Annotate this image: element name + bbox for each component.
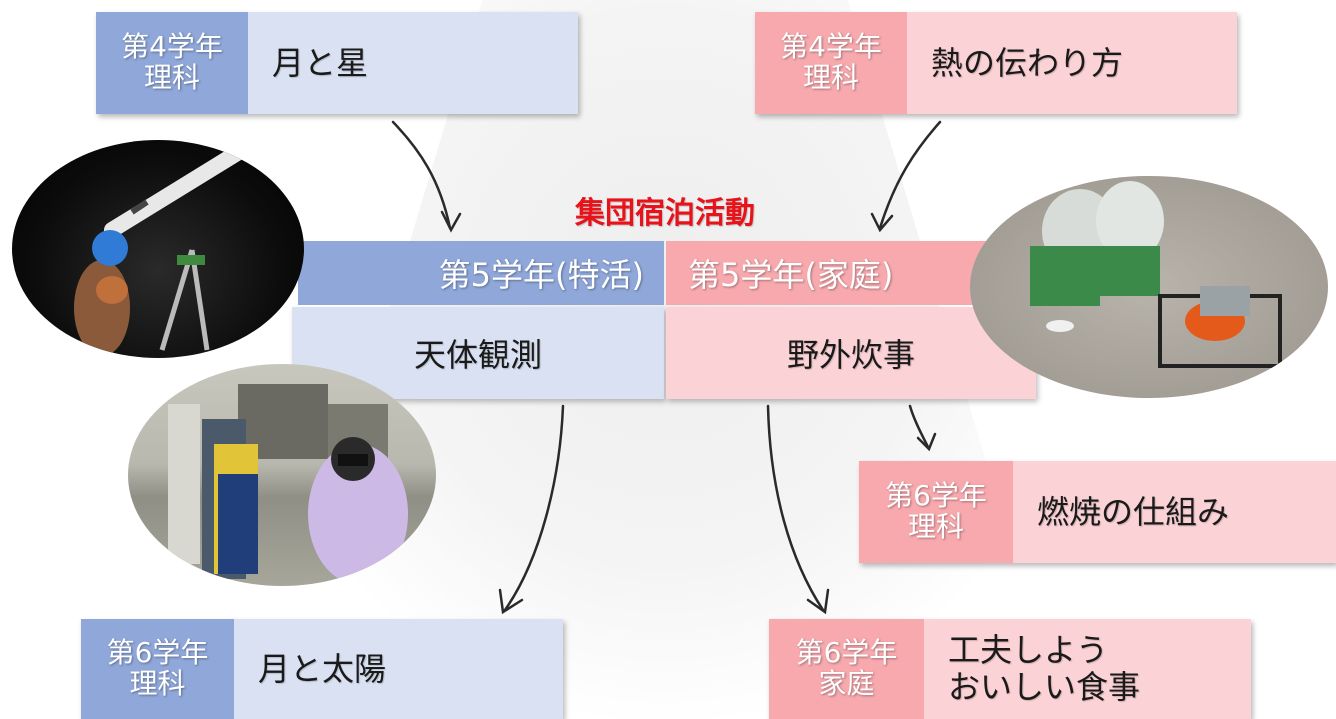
card-topic: 工夫しよう おいしい食事 (924, 619, 1251, 719)
center-left-header-label: 第5学年(特活) (438, 256, 644, 294)
card-topic: 月と星 (248, 12, 578, 114)
center-right-header-label: 第5学年(家庭) (688, 256, 894, 294)
card-topic: 熱の伝わり方 (907, 12, 1237, 114)
tag-grade: 第6学年 (795, 636, 898, 670)
topic-line-2: おいしい食事 (948, 668, 1141, 706)
students-stargazing-photo (128, 364, 436, 586)
card-tag: 第6学年 理科 (81, 619, 234, 719)
card-grade6-science-moon-sun: 第6学年 理科 月と太陽 (81, 619, 563, 719)
center-right-body-label: 野外炊事 (786, 336, 915, 374)
card-grade4-science-heat: 第4学年 理科 熱の伝わり方 (755, 12, 1237, 114)
center-left-header: 第5学年(特活) (298, 241, 664, 305)
card-grade6-home-economics-meal: 第6学年 家庭 工夫しよう おいしい食事 (769, 619, 1251, 719)
card-grade6-science-combustion: 第6学年 理科 燃焼の仕組み (859, 461, 1336, 563)
tag-subject: 理科 (907, 510, 964, 543)
card-tag: 第4学年 理科 (96, 12, 248, 114)
center-right-body: 野外炊事 (666, 307, 1036, 399)
tag-grade: 第6学年 (885, 479, 987, 513)
tag-subject: 理科 (129, 667, 186, 700)
tag-subject: 理科 (802, 61, 859, 94)
tag-subject: 家庭 (818, 667, 875, 700)
card-topic: 燃焼の仕組み (1013, 461, 1336, 563)
card-tag: 第6学年 理科 (859, 461, 1013, 563)
diagram-title: 集団宿泊活動 (575, 196, 755, 231)
card-grade4-science-moon-stars: 第4学年 理科 月と星 (96, 12, 578, 114)
telescope-night-photo (12, 140, 304, 358)
tag-subject: 理科 (143, 61, 200, 94)
tag-grade: 第4学年 (780, 30, 882, 64)
tag-grade: 第6学年 (106, 636, 209, 670)
tag-grade: 第4学年 (121, 30, 223, 64)
card-topic: 月と太陽 (234, 619, 563, 719)
card-tag: 第6学年 家庭 (769, 619, 924, 719)
outdoor-cooking-photo (970, 176, 1328, 398)
topic-line-1: 工夫しよう (948, 631, 1109, 670)
card-tag: 第4学年 理科 (755, 12, 907, 114)
center-left-body-label: 天体観測 (413, 336, 542, 374)
